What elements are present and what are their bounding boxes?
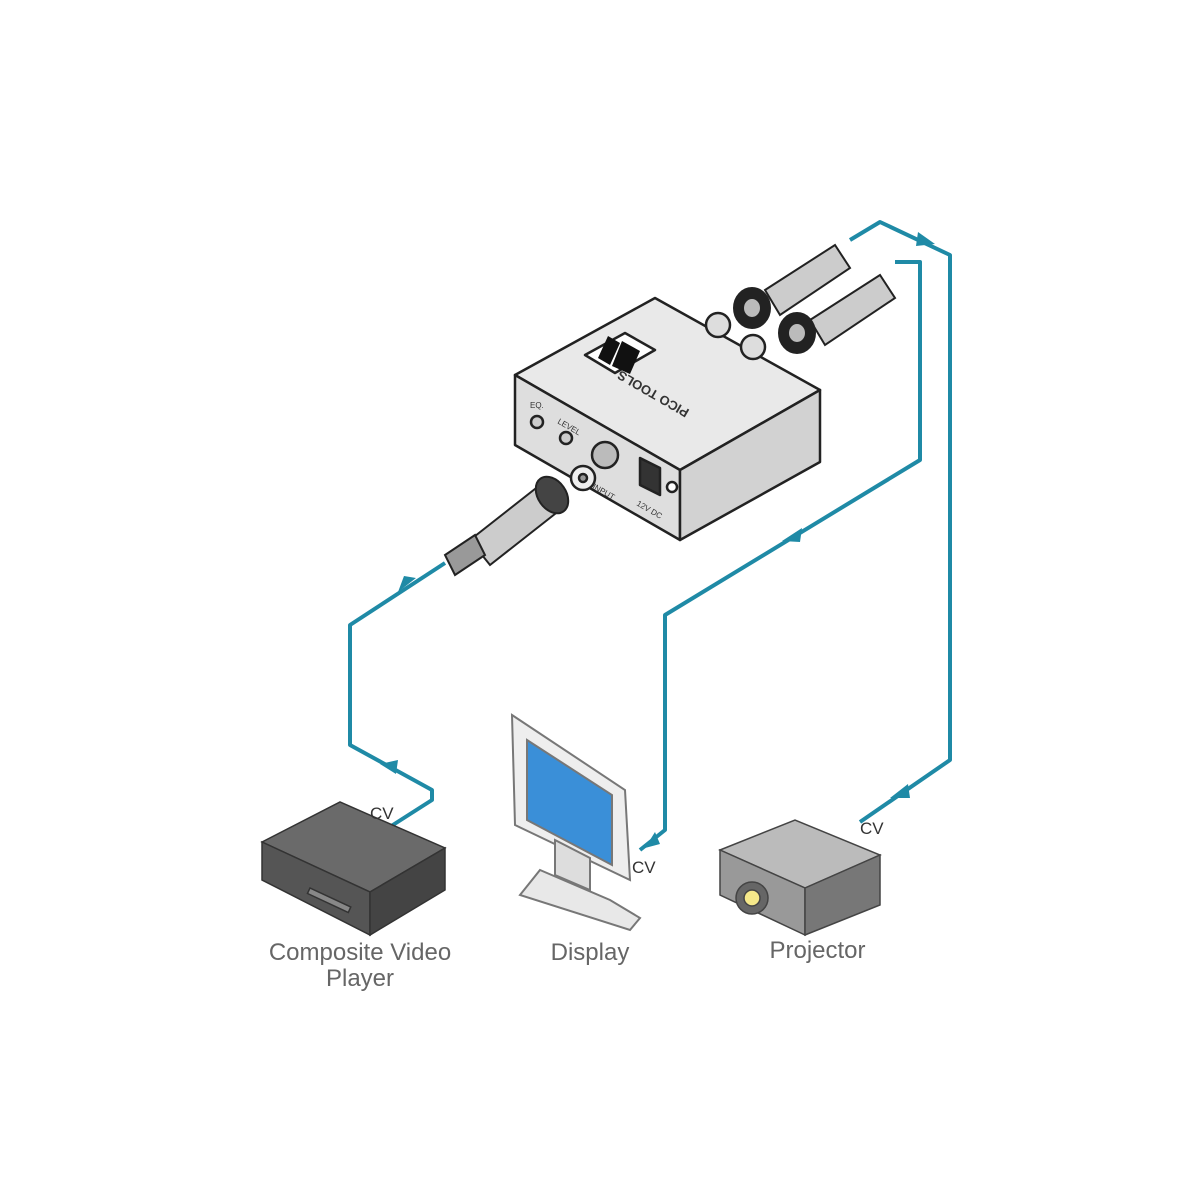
- cable-projector: [848, 220, 952, 824]
- cable-player: [348, 561, 447, 832]
- composite-video-player: [260, 801, 447, 937]
- player-signal-label: CV: [370, 804, 394, 823]
- player-label: Composite Video Player: [240, 940, 480, 992]
- arrow-icon: [916, 232, 935, 246]
- display-monitor: [510, 713, 642, 932]
- arrow-icon: [380, 760, 398, 774]
- player-label-line2: Player: [325, 965, 395, 992]
- bnc-connectors: [443, 243, 897, 577]
- projector: [718, 819, 882, 937]
- projector-signal-label: CV: [860, 819, 884, 838]
- display-label: Display: [550, 939, 630, 966]
- arrow-icon: [782, 528, 802, 542]
- arrow-icon: [645, 832, 660, 848]
- projector-label: Projector: [769, 937, 866, 964]
- arrow-icon: [398, 576, 416, 592]
- player-label-line1: Composite Video: [268, 939, 452, 966]
- eq-label: EQ.: [530, 401, 544, 410]
- display-signal-label: CV: [632, 858, 656, 877]
- pico-tools-device: [513, 296, 822, 542]
- arrows: [380, 232, 935, 848]
- arrow-icon: [890, 784, 910, 798]
